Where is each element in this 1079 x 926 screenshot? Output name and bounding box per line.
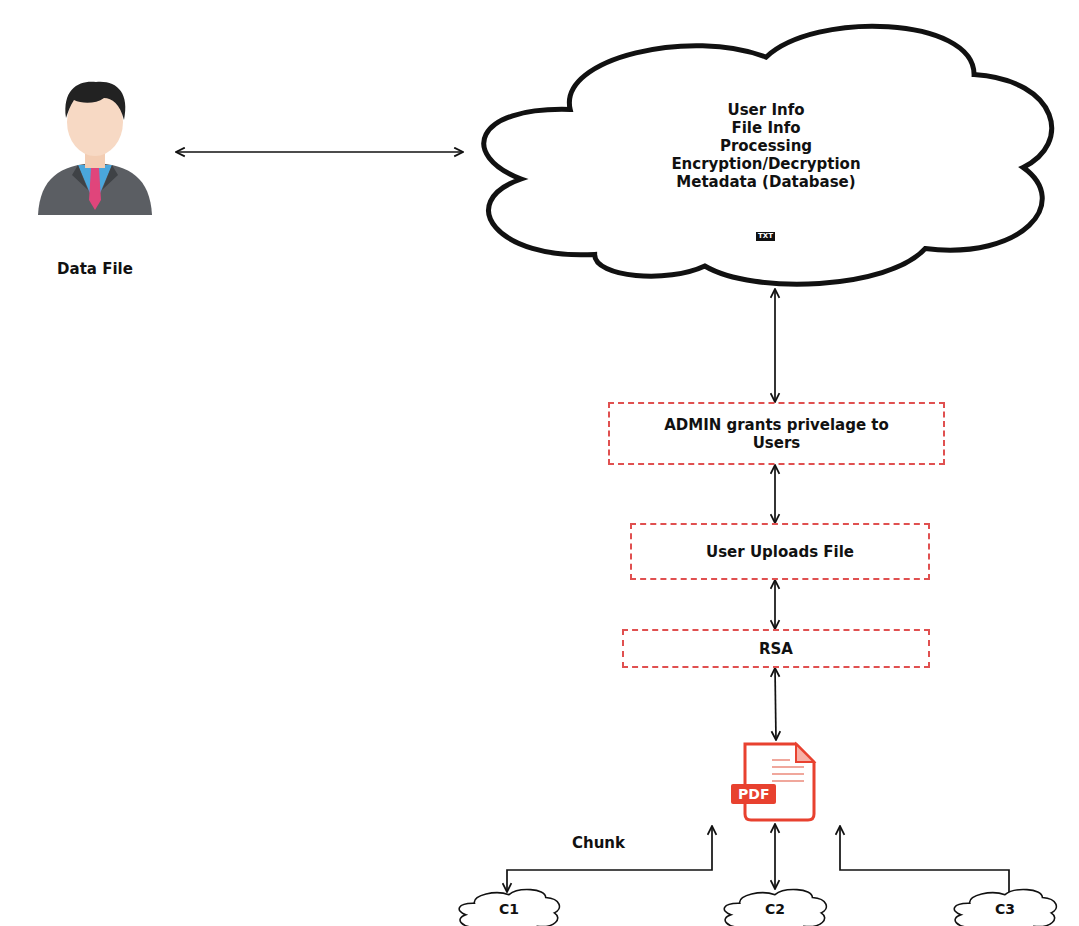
node-text: Encryption/Decryption bbox=[671, 155, 860, 173]
tie bbox=[89, 168, 101, 210]
node-text: File Info bbox=[731, 119, 800, 137]
node-text: User Uploads File bbox=[706, 543, 854, 561]
pdf-file-icon bbox=[745, 744, 814, 820]
process-box: RSA bbox=[622, 629, 930, 668]
pdf-page bbox=[745, 744, 814, 820]
cloud-storage: User InfoFile InfoProcessingEncryption/D… bbox=[460, 5, 1072, 295]
file-type-tag: TXT bbox=[756, 232, 775, 241]
cloud-shape bbox=[459, 890, 559, 926]
cloud-node: C1 bbox=[455, 886, 563, 926]
lapel bbox=[72, 165, 118, 190]
connector-arrow bbox=[176, 151, 463, 153]
cloud-node: C2 bbox=[720, 886, 830, 926]
node-text: C3 bbox=[995, 900, 1015, 918]
node-text: Data File bbox=[57, 260, 133, 278]
node-text: ADMIN grants privelage to Users bbox=[647, 416, 907, 452]
file-type-tag: PDF bbox=[731, 784, 776, 804]
pdf-file: PDF bbox=[735, 742, 815, 822]
connector-arrow bbox=[507, 826, 712, 892]
cloud-shape bbox=[484, 26, 1052, 284]
connector-arrow bbox=[774, 289, 776, 402]
person-node: Data File bbox=[10, 70, 180, 282]
cloud-node: C3 bbox=[950, 886, 1060, 926]
hair bbox=[65, 82, 125, 120]
node-text: RSA bbox=[759, 640, 793, 658]
cloud-shape bbox=[724, 890, 826, 926]
node-text: C2 bbox=[765, 900, 785, 918]
node-text: User Info bbox=[728, 101, 805, 119]
connector-arrow bbox=[775, 668, 776, 740]
pdf-lines bbox=[772, 760, 804, 781]
suit bbox=[38, 163, 152, 215]
node-text: Processing bbox=[720, 137, 812, 155]
connector-arrow bbox=[774, 580, 776, 629]
edge-label: Chunk bbox=[570, 834, 627, 852]
pdf-corner bbox=[796, 744, 814, 762]
cloud-shape bbox=[954, 890, 1056, 926]
connector-arrow bbox=[840, 826, 1009, 892]
node-text: Metadata (Database) bbox=[676, 173, 855, 191]
person-figure bbox=[38, 82, 152, 215]
connector-arrow bbox=[774, 465, 776, 523]
process-box: User Uploads File bbox=[630, 523, 930, 580]
node-text: C1 bbox=[499, 900, 519, 918]
connector-arrow bbox=[774, 824, 776, 889]
process-box: ADMIN grants privelage to Users bbox=[608, 402, 945, 465]
